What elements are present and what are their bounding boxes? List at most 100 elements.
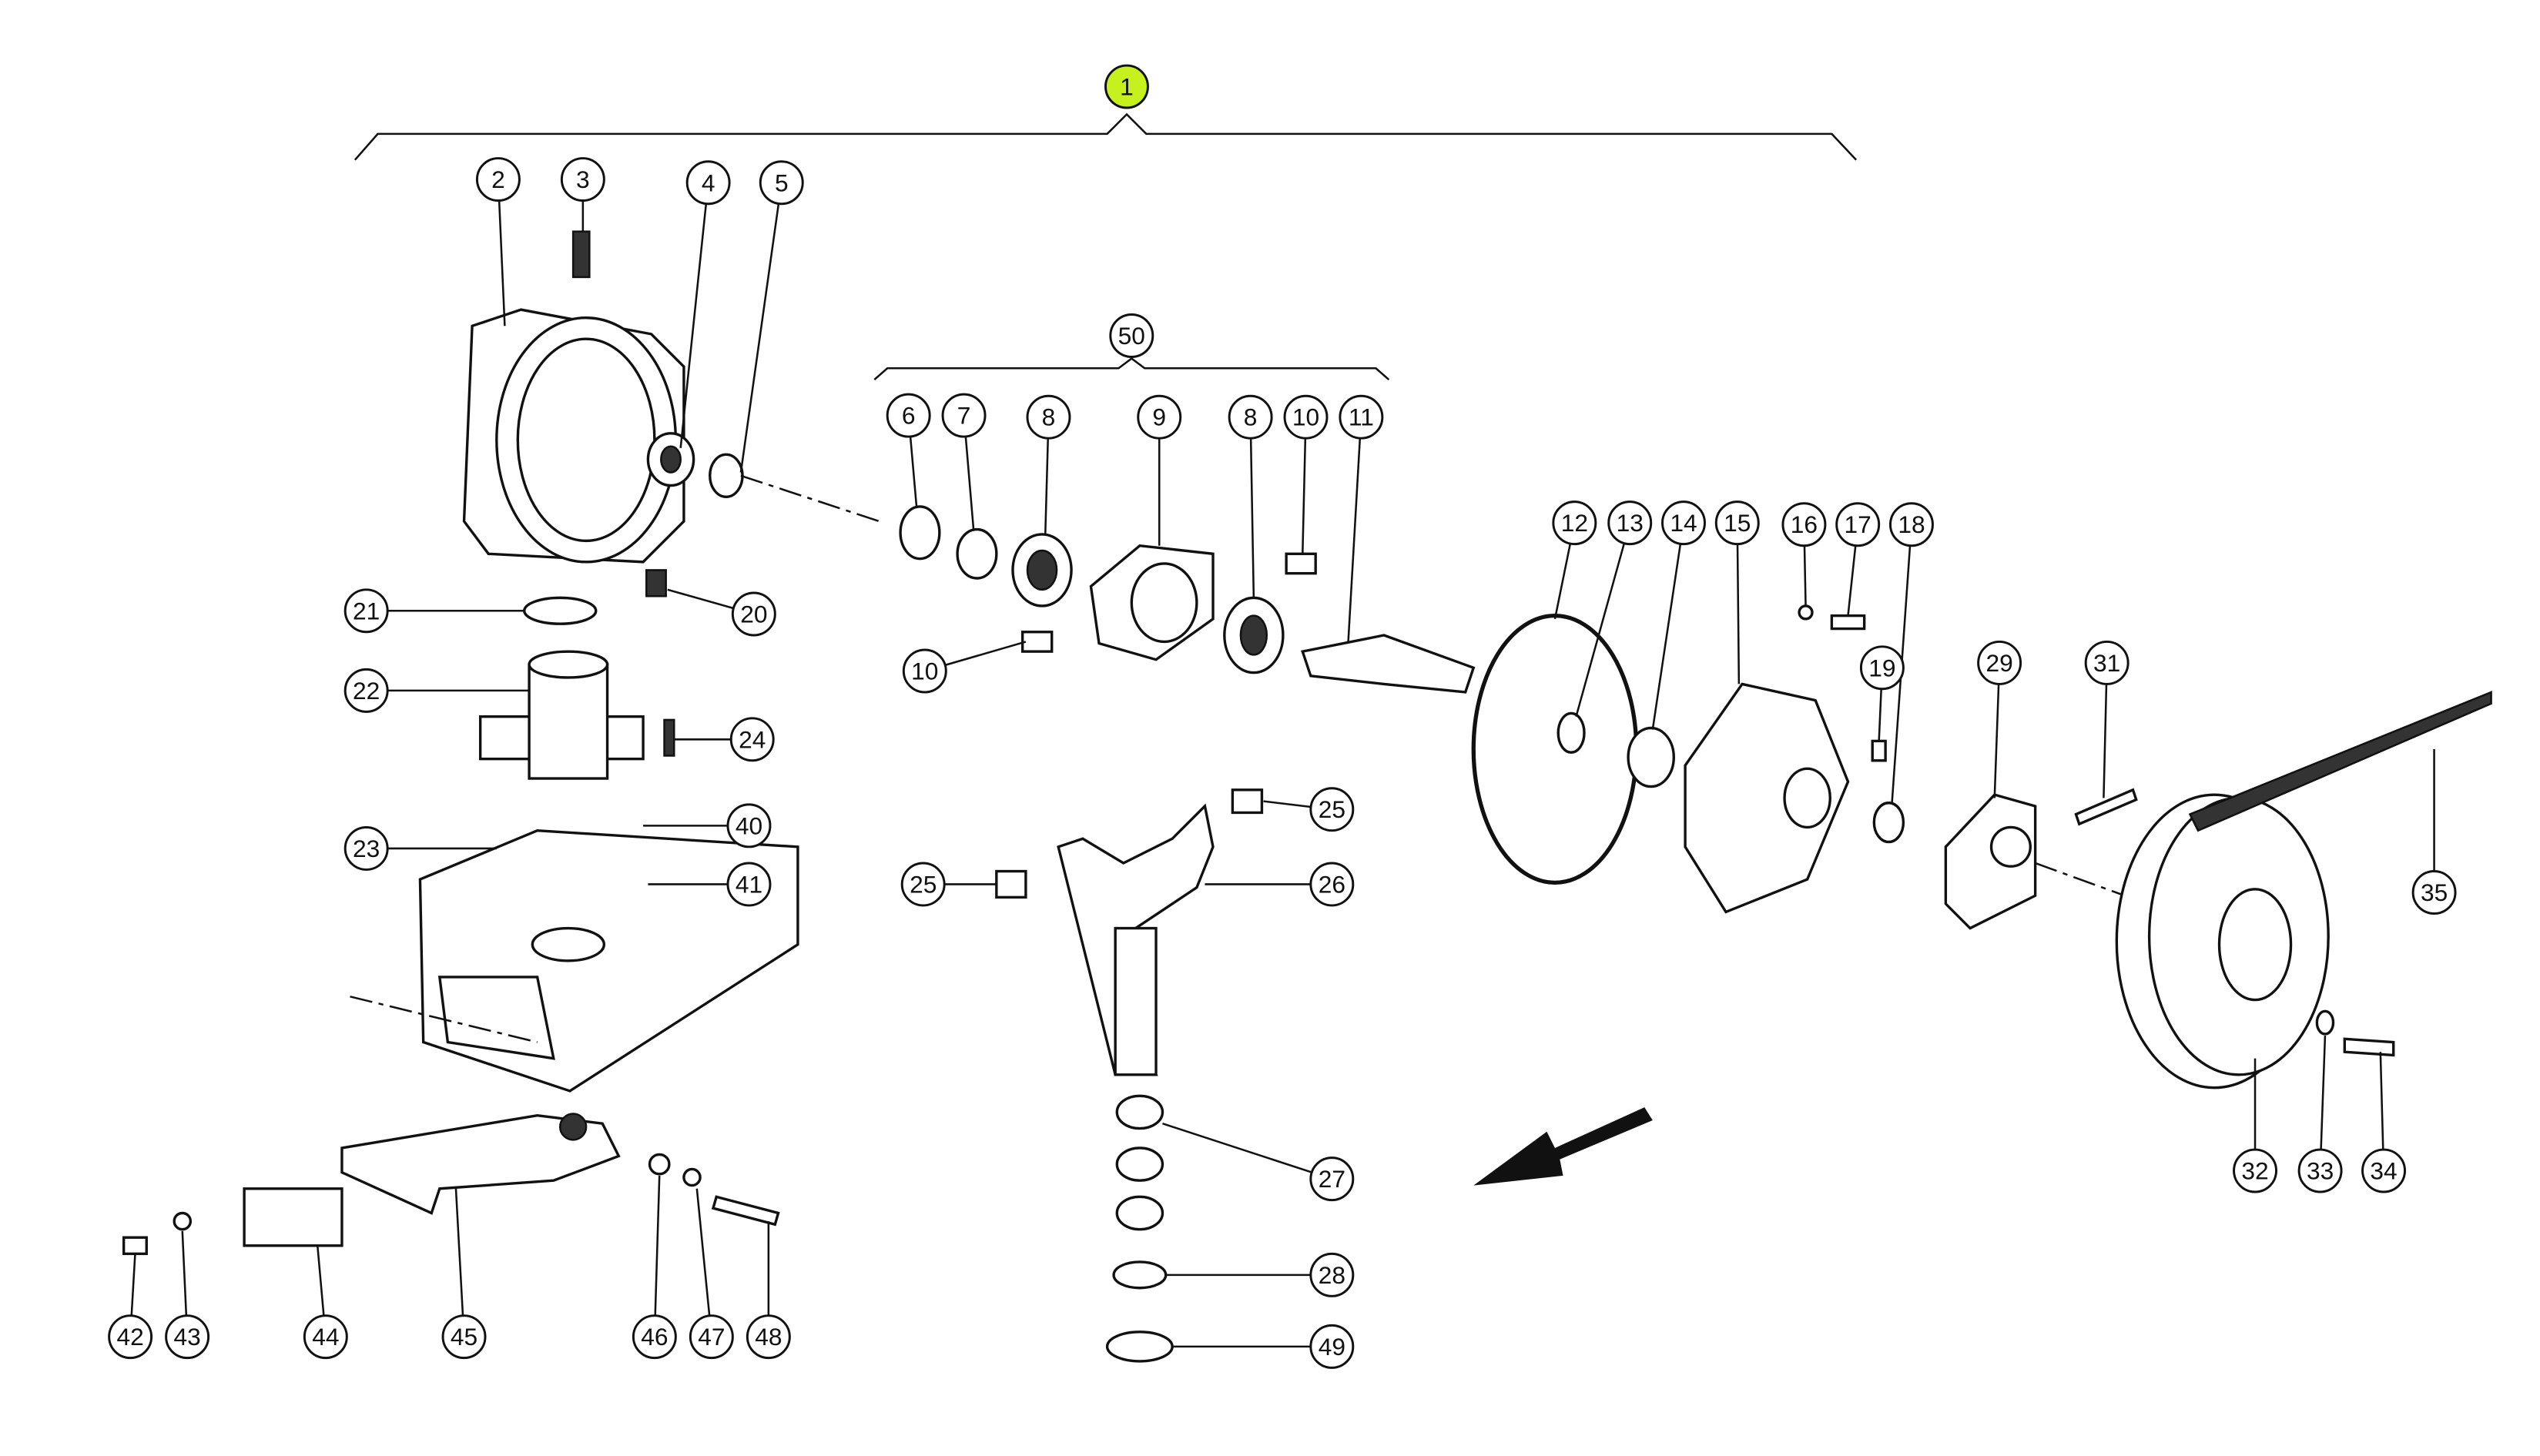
lever-assembly	[122, 1113, 780, 1256]
pulley-and-belt	[2115, 691, 2492, 1089]
callout-32[interactable]: 32	[2233, 1148, 2277, 1193]
callout-circle	[1026, 394, 1071, 440]
bearing-pack	[740, 474, 1476, 694]
callout-circle	[1661, 500, 1706, 546]
direction-arrow	[1473, 1107, 1653, 1186]
leader-line	[2319, 1036, 2327, 1171]
callout-number: 15	[1724, 509, 1751, 537]
callout-number: 26	[1319, 870, 1345, 898]
callout-15[interactable]: 15	[1714, 500, 1760, 546]
callout-number: 41	[736, 870, 762, 898]
callout-48[interactable]: 48	[746, 1314, 791, 1360]
callout-33[interactable]: 33	[2297, 1148, 2343, 1193]
callout-43[interactable]: 43	[165, 1314, 210, 1360]
callout-number: 23	[353, 835, 380, 862]
callout-22[interactable]: 22	[343, 668, 389, 713]
callout-number: 50	[1118, 322, 1145, 350]
callout-circle	[2297, 1148, 2343, 1193]
callout-26[interactable]: 26	[1309, 862, 1355, 907]
callout-5[interactable]: 5	[759, 160, 804, 206]
leader-line	[1736, 523, 1741, 684]
callout-number: 22	[353, 677, 380, 705]
callout-17[interactable]: 17	[1835, 502, 1881, 547]
leader-line	[695, 1188, 713, 1337]
callout-34[interactable]: 34	[2361, 1148, 2407, 1193]
callout-10[interactable]: 10	[902, 648, 947, 694]
callout-14[interactable]: 14	[1661, 500, 1706, 546]
callout-number: 49	[1319, 1333, 1345, 1361]
callout-50[interactable]: 50	[1109, 313, 1154, 358]
callout-number: 47	[698, 1323, 725, 1351]
callout-circle	[165, 1314, 210, 1360]
callout-21[interactable]: 21	[343, 588, 389, 634]
callout-circle	[746, 1314, 791, 1360]
callout-number: 2	[491, 166, 505, 193]
callout-35[interactable]: 35	[2411, 870, 2457, 915]
callout-number: 45	[451, 1323, 478, 1351]
callout-42[interactable]: 42	[108, 1314, 153, 1360]
callout-number: 42	[116, 1323, 143, 1351]
callout-circle	[343, 825, 389, 871]
callout-11[interactable]: 11	[1339, 394, 1384, 440]
callout-circle	[759, 160, 804, 206]
callout-circle	[902, 648, 947, 694]
callout-18[interactable]: 18	[1888, 502, 1934, 547]
callout-number: 4	[702, 169, 715, 196]
callout-29[interactable]: 29	[1977, 640, 2022, 685]
callout-25[interactable]: 25	[900, 862, 946, 907]
callout-number: 16	[1791, 510, 1818, 538]
callout-40[interactable]: 40	[726, 803, 772, 848]
callout-number: 18	[1898, 510, 1925, 538]
callout-number: 1	[1120, 73, 1134, 101]
callout-41[interactable]: 41	[726, 862, 772, 907]
callout-24[interactable]: 24	[729, 717, 775, 762]
callout-19[interactable]: 19	[1859, 645, 1905, 691]
callout-44[interactable]: 44	[303, 1314, 348, 1360]
callout-6[interactable]: 6	[886, 393, 931, 438]
callout-number: 11	[1349, 403, 1374, 431]
callout-25[interactable]: 25	[1309, 787, 1355, 832]
callout-3[interactable]: 3	[560, 157, 605, 203]
callout-20[interactable]: 20	[731, 591, 776, 637]
callout-1[interactable]: 1	[1104, 64, 1149, 109]
callout-circle	[303, 1314, 348, 1360]
callout-circle	[1977, 640, 2022, 685]
gear-housing	[462, 230, 744, 625]
callout-number: 8	[1244, 403, 1258, 431]
callout-number: 25	[910, 870, 937, 898]
callout-number: 34	[2370, 1157, 2397, 1185]
callout-28[interactable]: 28	[1309, 1252, 1355, 1297]
callout-4[interactable]: 4	[685, 160, 731, 206]
callout-10[interactable]: 10	[1283, 394, 1329, 440]
callout-circle	[343, 668, 389, 713]
callout-27[interactable]: 27	[1309, 1156, 1355, 1202]
callout-circle	[475, 157, 521, 203]
callout-circle	[1109, 313, 1154, 358]
callout-31[interactable]: 31	[2084, 640, 2130, 685]
callout-23[interactable]: 23	[343, 825, 389, 871]
callout-2[interactable]: 2	[475, 157, 521, 203]
callout-circle	[108, 1314, 153, 1360]
callout-49[interactable]: 49	[1309, 1324, 1355, 1369]
callout-circle	[2084, 640, 2130, 685]
callout-8[interactable]: 8	[1228, 394, 1273, 440]
yoke-and-bearings	[995, 788, 1264, 1363]
callout-circle	[1283, 394, 1329, 440]
callout-circle	[632, 1314, 677, 1360]
callout-circle	[560, 157, 605, 203]
callout-13[interactable]: 13	[1607, 500, 1653, 546]
callout-number: 35	[2421, 879, 2448, 906]
callout-16[interactable]: 16	[1781, 502, 1827, 547]
callout-46[interactable]: 46	[632, 1314, 677, 1360]
leader-line	[497, 179, 506, 326]
callout-8[interactable]: 8	[1026, 394, 1071, 440]
callout-number: 10	[911, 658, 938, 685]
callout-circle	[2233, 1148, 2277, 1193]
callout-47[interactable]: 47	[689, 1314, 734, 1360]
callout-12[interactable]: 12	[1552, 500, 1597, 546]
callout-9[interactable]: 9	[1137, 394, 1182, 440]
callout-45[interactable]: 45	[441, 1314, 487, 1360]
callout-number: 14	[1670, 509, 1697, 537]
leader-line	[454, 1188, 465, 1337]
callout-7[interactable]: 7	[941, 393, 987, 438]
